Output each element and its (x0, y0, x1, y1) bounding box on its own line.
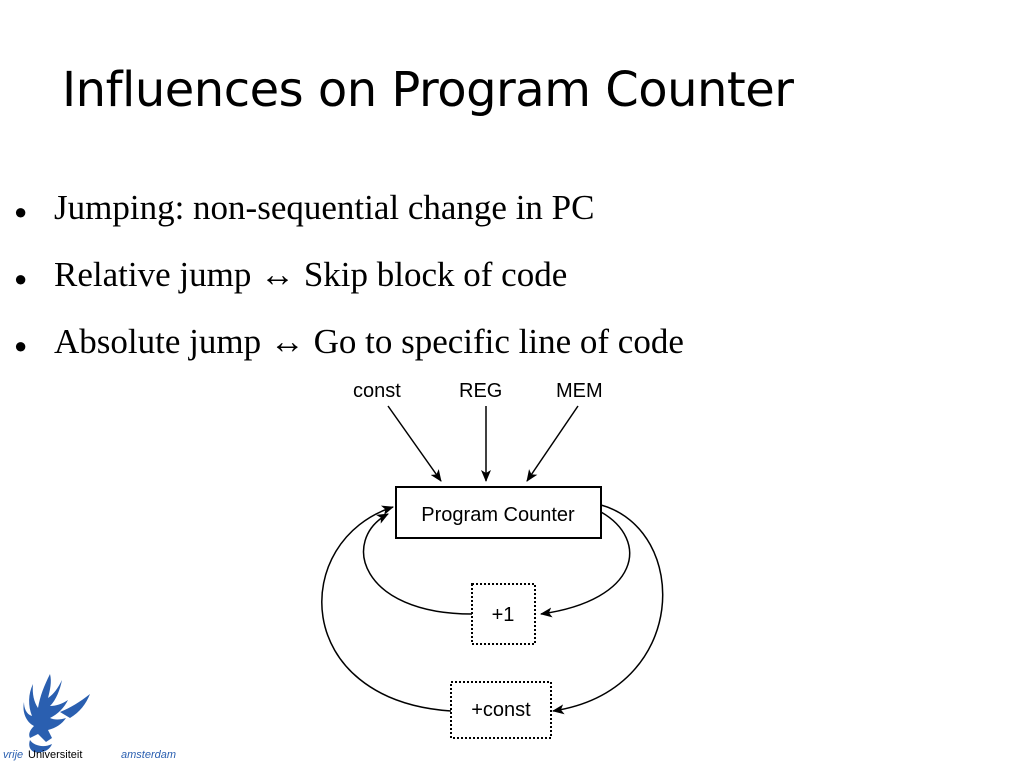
arrow-const-to-pc (387, 405, 442, 482)
bullet-text: Absolute jump ↔ Go to specific line of c… (54, 322, 684, 361)
arrow-increment-to-pc (362, 513, 473, 615)
increment-label: +1 (492, 604, 515, 626)
arrow-offset-to-pc (321, 505, 452, 712)
bullet-marker: ● (14, 333, 28, 358)
program-counter-label: Program Counter (421, 504, 575, 526)
bullet-text: Relative jump ↔ Skip block of code (54, 255, 568, 294)
slide-title: Influences on Program Counter (62, 62, 794, 118)
arrow-pc-to-increment (540, 511, 631, 618)
logo-text-amsterdam: amsterdam (121, 749, 177, 761)
arrow-pc-to-offset (552, 504, 664, 715)
input-label-reg: REG (459, 380, 502, 402)
bullet-item: ● Relative jump ↔ Skip block of code (14, 255, 684, 322)
bullet-marker: ● (14, 266, 28, 291)
input-label-const: const (353, 380, 401, 402)
input-label-mem: MEM (556, 380, 603, 402)
offset-label: +const (471, 699, 531, 721)
bullet-text: Jumping: non-sequential change in PC (54, 188, 595, 227)
logo-text-universiteit: Universiteit (28, 749, 83, 761)
bullet-marker: ● (14, 199, 28, 224)
logo-text-vrije: vrije (3, 749, 24, 761)
bullet-list: ● Jumping: non-sequential change in PC ●… (14, 188, 684, 389)
bullet-item: ● Absolute jump ↔ Go to specific line of… (14, 322, 684, 389)
arrow-mem-to-pc (526, 405, 579, 482)
griffin-logo-icon (23, 674, 90, 753)
offset-box (450, 681, 552, 739)
bullet-item: ● Jumping: non-sequential change in PC (14, 188, 684, 255)
